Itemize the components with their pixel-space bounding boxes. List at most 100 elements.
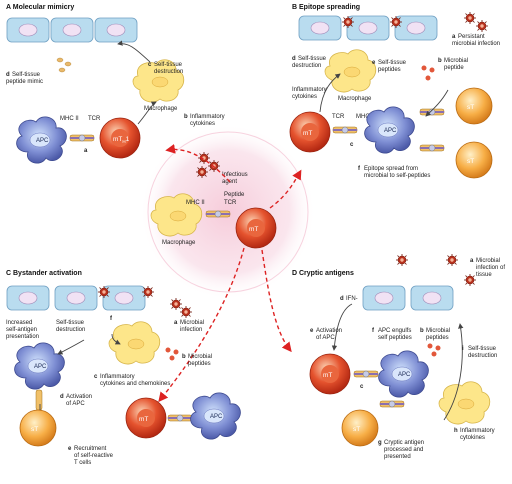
th1-c-label: mT — [139, 416, 148, 423]
macrophage-b-label: Macrophage — [338, 96, 372, 102]
panel-c-title: C Bystander activation — [6, 270, 82, 277]
panel-a-title: A Molecular mimicry — [6, 4, 74, 11]
virus-icon — [195, 165, 209, 179]
panel-c-tissue — [6, 285, 146, 311]
macrophage-c — [108, 321, 161, 365]
label-d-b-text: Microbial — [426, 328, 450, 334]
label-c-b-text2: peptides — [188, 361, 211, 367]
macrophage-d — [438, 381, 491, 425]
panel-a-tissue — [6, 17, 138, 43]
th1-b-label: mT — [303, 130, 312, 137]
tissue-cell — [6, 285, 50, 311]
tissue-cell — [346, 15, 390, 41]
label-d-h-text: Inflammatory — [460, 428, 495, 434]
label-d-g-text: Cryptic antigen — [384, 440, 424, 446]
label-a-a: a — [84, 148, 88, 154]
label-b-d-text2: destruction — [292, 63, 321, 69]
sth1-cell-b-1 — [455, 87, 493, 125]
panel-d-title: D Cryptic antigens — [292, 270, 354, 277]
label-c-self: Self-tissue — [56, 320, 85, 326]
label-a-d-text: Self-tissue — [12, 72, 41, 78]
virus-icon — [395, 253, 409, 267]
label-c-e-text3: T cells — [74, 460, 91, 466]
arrow-b-cytokine — [319, 73, 341, 113]
label-d-g-text3: presented — [384, 454, 411, 460]
th1-nucleus-center — [247, 219, 265, 237]
microbial-peptides-d — [427, 343, 441, 357]
label-b-e-text2: peptides — [378, 67, 401, 73]
tissue-cell — [102, 285, 146, 311]
mhc-tcr-a — [69, 134, 95, 142]
dashed-arrow-to-d — [261, 249, 292, 353]
dashed-arrow-to-b — [269, 169, 302, 209]
center-macrophage: Macrophage — [162, 240, 196, 246]
label-b-d-letter: d — [292, 56, 296, 62]
label-d-e-text2: of APC — [316, 335, 335, 341]
label-a-b-text2: cytokines — [190, 121, 215, 127]
label-c-d-text2: of APC — [66, 401, 85, 407]
mhc-tcr-c — [167, 414, 193, 422]
label-c-d-letter: d — [60, 394, 64, 400]
th1-d-label: mT — [323, 372, 332, 379]
th1-nucleus-c — [137, 409, 155, 427]
label-c-c-letter: c — [94, 374, 98, 380]
panel-b-tissue — [298, 15, 438, 41]
label-b-a-text2: microbial infection — [452, 41, 500, 47]
mhc-b-label: MHC II — [356, 114, 375, 120]
tissue-cell — [6, 17, 50, 43]
label-a-c-text2: destruction — [154, 69, 183, 75]
label-d-g-letter: g — [378, 440, 382, 446]
center-mhc: MHC II — [186, 200, 205, 206]
label-b-f-text2: microbial to self-peptides — [364, 173, 430, 179]
label-d-a-text3: tissue — [476, 272, 492, 278]
macrophage-b — [324, 49, 377, 93]
label-c-increased: Increased — [6, 320, 32, 326]
label-d-h-letter: h — [454, 428, 458, 434]
label-d-d-letter: d — [340, 296, 344, 302]
receptor-b-2 — [419, 144, 445, 152]
label-d-c: c — [360, 384, 364, 390]
microbial-peptides-c — [165, 347, 179, 361]
label-c-e-text: Recruitment — [74, 446, 107, 452]
apc-b-label: APC — [384, 128, 397, 134]
label-b-b-letter: b — [438, 58, 442, 64]
label-d-h-text2: cytokines — [460, 435, 485, 441]
arrow-d-h — [443, 323, 464, 421]
virus-icon — [341, 15, 355, 29]
virus-icon — [463, 273, 477, 287]
virus-icon — [445, 253, 459, 267]
label-c-a-text2: infection — [180, 327, 202, 333]
virus-icon — [475, 19, 489, 33]
sth1-cell-b-2 — [455, 141, 493, 179]
center-peptide: Peptide — [224, 192, 245, 198]
label-a-d-letter: d — [6, 72, 10, 78]
arrow-d-ifn — [331, 303, 353, 351]
tcr-a-label: TCR — [88, 116, 101, 122]
label-d-d-text: IFN- — [346, 296, 358, 302]
label-c-b-letter: b — [182, 354, 186, 360]
apc-c-label: APC — [34, 364, 47, 370]
label-b-b-text2: peptide — [444, 65, 464, 71]
receptor-c-vertical — [35, 389, 43, 411]
label-d-b-text2: peptides — [426, 335, 449, 341]
tissue-cell — [362, 285, 406, 311]
tissue-cell — [54, 285, 98, 311]
label-c-b-text: Microbial — [188, 354, 212, 360]
panel-d-tissue — [362, 285, 454, 311]
center-tcr: TCR — [224, 200, 237, 206]
arrow-c-f — [111, 333, 121, 345]
arrow-c-increased — [57, 339, 85, 355]
label-a-b-letter: b — [184, 114, 188, 120]
center-th1-label: mT — [249, 226, 258, 233]
label-b-b-text: Microbial — [444, 58, 468, 64]
label-d-i-letter: i — [462, 346, 464, 352]
virus-icon — [169, 297, 183, 311]
label-b-c: c — [350, 142, 354, 148]
label-d-i-text: Self-tissue — [468, 346, 497, 352]
th1-nucleus-b — [301, 123, 319, 141]
virus-icon — [141, 285, 155, 299]
virus-icon — [389, 15, 403, 29]
label-c-d-text: Activation — [66, 394, 92, 400]
